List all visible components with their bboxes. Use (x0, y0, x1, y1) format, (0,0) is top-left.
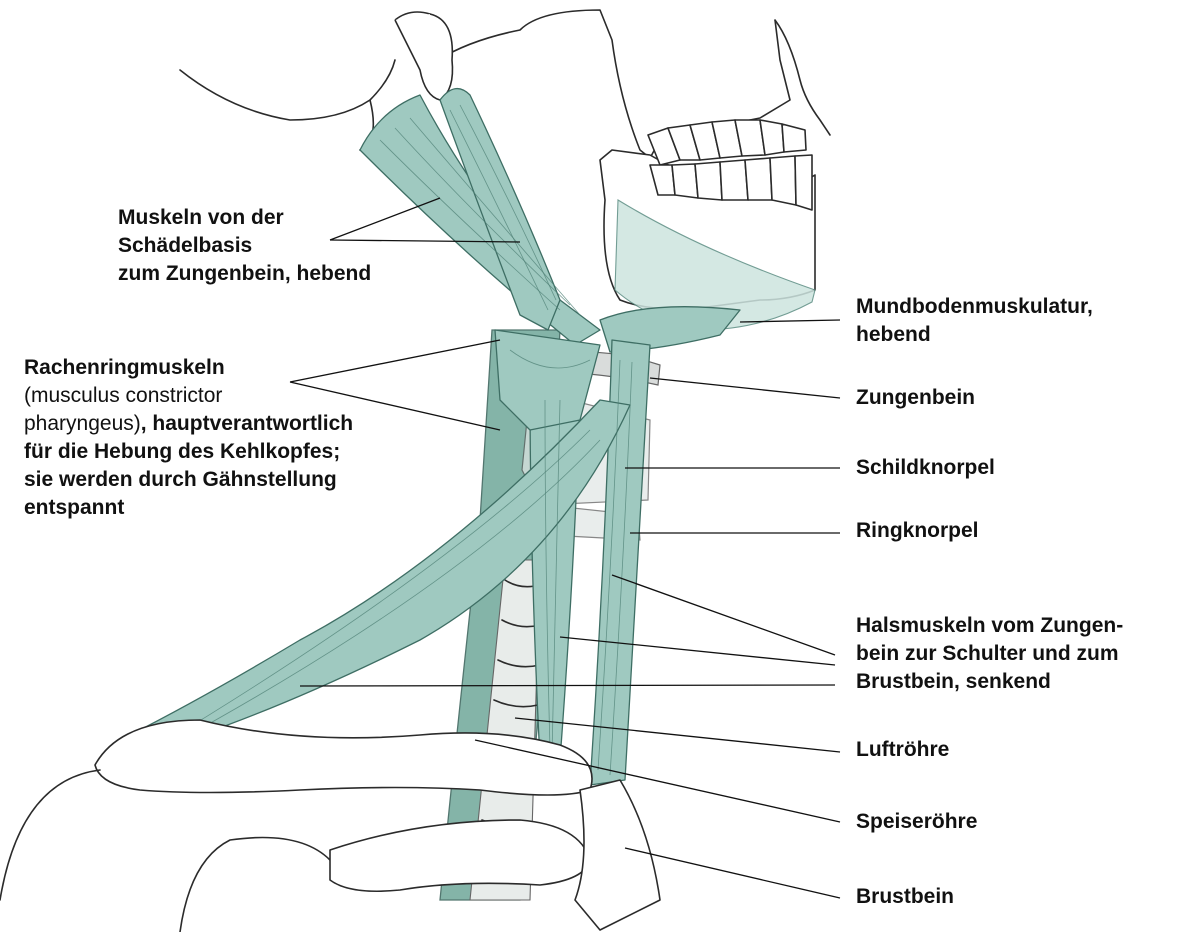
label-rachenring: Rachenringmuskeln (musculus constrictor … (24, 354, 353, 522)
label-mundboden-line1: Mundbodenmuskulatur, (856, 293, 1093, 321)
label-zungenbein: Zungenbein (856, 384, 975, 412)
label-luftroehre: Luftröhre (856, 736, 949, 764)
first-rib (330, 820, 590, 891)
label-schildknorpel: Schildknorpel (856, 454, 995, 482)
label-speiseroehre: Speiseröhre (856, 808, 977, 836)
label-halsmuskeln-line3: Brustbein, senkend (856, 668, 1123, 696)
label-rachenring-line5: sie werden durch Gähnstellung (24, 466, 353, 494)
shoulder-outline (0, 770, 100, 900)
label-rachenring-line3: pharyngeus), hauptverantwortlich (24, 410, 353, 438)
label-halsmuskeln-line1: Halsmuskeln vom Zungen- (856, 612, 1123, 640)
label-ringknorpel: Ringknorpel (856, 517, 979, 545)
label-brustbein: Brustbein (856, 883, 954, 911)
scapula-edge (180, 838, 330, 932)
label-rachenring-title: Rachenringmuskeln (24, 354, 353, 382)
label-rachenring-line4: für die Hebung des Kehlkopfes; (24, 438, 353, 466)
occipital-edge (180, 60, 395, 120)
label-mundboden-line2: hebend (856, 321, 1093, 349)
label-rachenring-line6: entspannt (24, 494, 353, 522)
label-rachenring-sub2: pharyngeus) (24, 412, 141, 435)
label-rachenring-sub2-bold: , hauptverantwortlich (141, 412, 353, 435)
label-halsmuskeln-line2: bein zur Schulter und zum (856, 640, 1123, 668)
label-schaedelbasis: Muskeln von der Schädelbasis zum Zungenb… (118, 204, 371, 288)
label-halsmuskeln: Halsmuskeln vom Zungen- bein zur Schulte… (856, 612, 1123, 696)
sternum-manubrium (575, 780, 660, 930)
label-schaedelbasis-line3: zum Zungenbein, hebend (118, 260, 371, 288)
label-rachenring-sub1: (musculus constrictor (24, 382, 353, 410)
label-mundboden: Mundbodenmuskulatur, hebend (856, 293, 1093, 349)
label-schaedelbasis-line2: Schädelbasis (118, 232, 371, 260)
mastoid-process (395, 14, 453, 100)
label-schaedelbasis-line1: Muskeln von der (118, 204, 371, 232)
